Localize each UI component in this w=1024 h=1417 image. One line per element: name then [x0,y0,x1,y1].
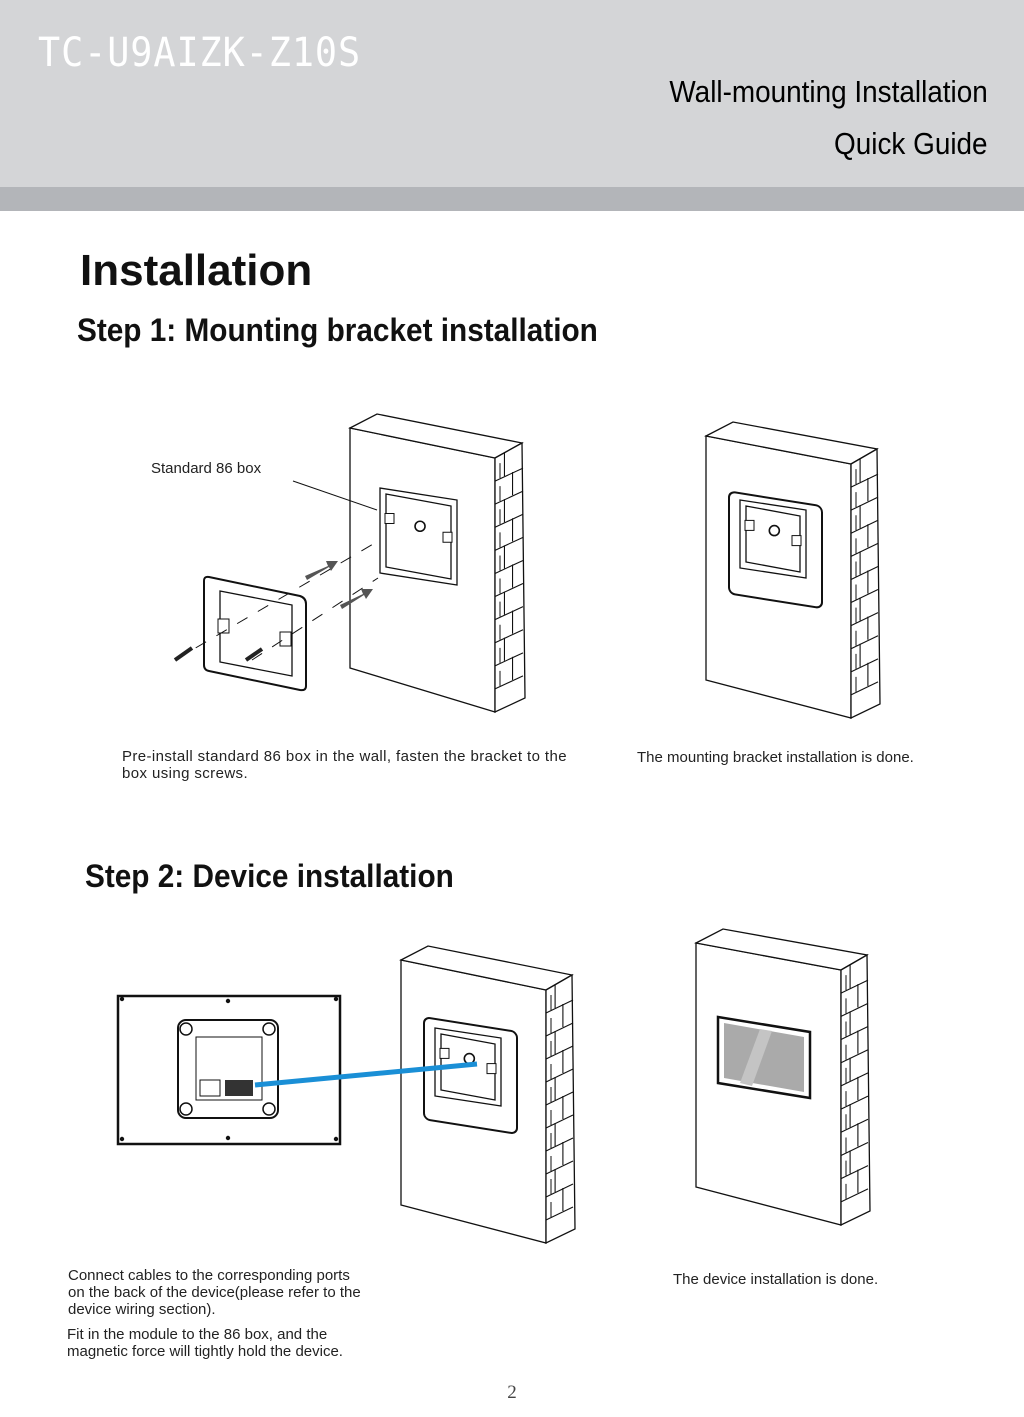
brick-line [494,513,524,528]
brick-line [850,542,879,557]
brick-line [850,658,879,673]
brick-line [545,1045,574,1060]
screw-lug [486,1063,497,1075]
bracket-screw-slot [279,631,292,647]
panel-screw-dot [119,996,125,1002]
terminal-connector-icon [225,1080,253,1096]
cable-hole [414,520,426,533]
mount-hole [262,1102,276,1116]
network-port-icon [199,1079,221,1097]
brick-line [494,583,524,598]
brick-line [850,473,879,488]
brick-line [840,1002,869,1017]
model-number: TC-U9AIZK-Z10S [38,30,362,76]
brick-line [850,496,879,511]
screw-icon [244,647,264,662]
brick-line [545,1160,574,1175]
brick-line [494,536,524,551]
step1-caption-right: The mounting bracket installation is don… [637,749,914,766]
mount-hole [179,1102,193,1116]
brick-line [850,565,879,580]
bracket-opening [219,590,293,677]
brick-line [840,1026,869,1041]
wall-side-bricks [545,973,576,1245]
brick-line [545,1068,574,1083]
brick-line [850,589,879,604]
alignment-dashed-line [174,539,381,661]
brick-line [840,1118,869,1133]
brick-line [494,675,524,690]
screw-lug [442,531,453,543]
brick-line [494,652,524,667]
screw-lug [384,513,395,524]
screw-lug [791,535,802,547]
header-band [0,187,1024,211]
brick-line [494,606,524,621]
section-title: Installation [80,246,313,295]
screw-lug [439,1047,450,1059]
brick-line [545,1114,574,1129]
step2-title: Step 2: Device installation [85,858,454,894]
brick-line [840,1049,869,1064]
guide-title-line2: Quick Guide [834,126,988,161]
brick-line [494,490,524,505]
screen-glare [740,1029,772,1086]
brick-line [840,1072,869,1087]
wall-side-bricks [840,953,871,1227]
screw-icon [173,646,194,662]
header-banner [0,0,1024,187]
bracket-screw-slot [217,618,230,634]
brick-line [545,1183,574,1198]
alignment-dashed-line [251,577,379,661]
brick-line [494,467,524,482]
brick-line [494,559,524,574]
brick-line [545,1206,574,1221]
arrow-icon [340,589,373,609]
panel-screw-dot [333,996,339,1002]
brick-line [850,681,879,696]
page-number: 2 [507,1382,517,1403]
brick-line [545,999,574,1014]
mount-hole [262,1022,276,1036]
wall-side-bricks [850,447,881,720]
wall-side-bricks [494,441,526,714]
brick-line [840,979,869,994]
arrow-icon [305,561,338,580]
connection-cable [254,1061,478,1088]
brick-line [840,1165,869,1180]
86-box-inner [745,505,801,573]
mount-hole [179,1022,193,1036]
panel-screw-dot [225,1135,231,1141]
cable-hole [768,524,781,537]
guide-title-line1: Wall-mounting Installation [669,74,988,109]
brick-line [850,612,879,627]
label-leader-line [292,480,378,511]
step1-title: Step 1: Mounting bracket installation [77,312,598,348]
brick-line [840,1188,869,1203]
panel-screw-dot [333,1136,339,1142]
panel-screw-dot [119,1136,125,1142]
label-86-box: Standard 86 box [151,460,262,477]
brick-line [545,1137,574,1152]
brick-line [494,629,524,644]
brick-line [850,635,879,650]
step1-caption-left: Pre-install standard 86 box in the wall,… [122,748,567,782]
step2-caption-right: The device installation is done. [673,1271,879,1288]
86-box-inner [385,493,452,580]
brick-line [545,1091,574,1106]
step2-caption-left-1: Connect cables to the corresponding port… [68,1267,361,1318]
brick-line [840,1095,869,1110]
panel-screw-dot [225,998,231,1004]
brick-line [545,1022,574,1037]
step2-caption-left-2: Fit in the module to the 86 box, and the… [67,1326,343,1360]
brick-line [840,1141,869,1156]
brick-line [850,519,879,534]
screw-lug [744,519,755,531]
